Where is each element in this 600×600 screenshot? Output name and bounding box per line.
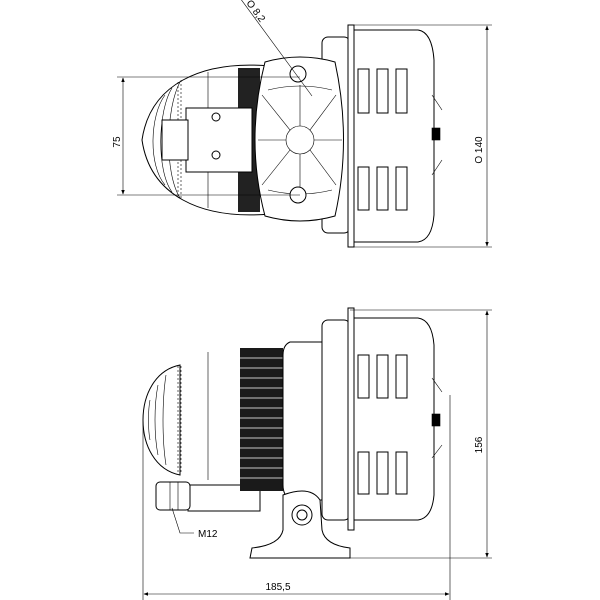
length-label-185-5: 185,5 [265,582,290,593]
thread-label-m12: M12 [198,529,218,540]
leader-8-2 [241,0,313,97]
leader-m12 [171,507,194,534]
top-view: 75 O 140 O 8,2 [112,0,492,248]
flange [347,307,355,531]
siren-body [353,29,435,243]
siren-body [353,317,435,521]
hub [185,107,253,173]
housing [282,341,323,501]
fins [240,357,283,479]
diameter-label-140: O 140 [474,136,485,164]
rotor-detail [431,377,443,459]
collar [321,319,351,521]
pivot-nut [291,504,313,526]
side-view: 156 185,5 M12 [142,307,492,600]
mounting-bracket [254,56,344,222]
hub-screw [211,150,221,160]
lens-rings [148,352,209,480]
hole-diameter-label: O 8,2 [244,0,268,25]
vent-slots [357,68,408,211]
vent-slots [357,354,408,495]
bracket-ribs [258,85,342,195]
cable-gland [155,481,191,511]
height-label-156: 156 [474,436,485,453]
rotor-detail [431,94,443,176]
height-label-75: 75 [112,136,123,148]
flange [347,24,355,248]
cable-gland [161,119,189,161]
finned-ring [240,348,283,491]
hub-screw [211,112,221,122]
mounting-hole [289,65,307,83]
